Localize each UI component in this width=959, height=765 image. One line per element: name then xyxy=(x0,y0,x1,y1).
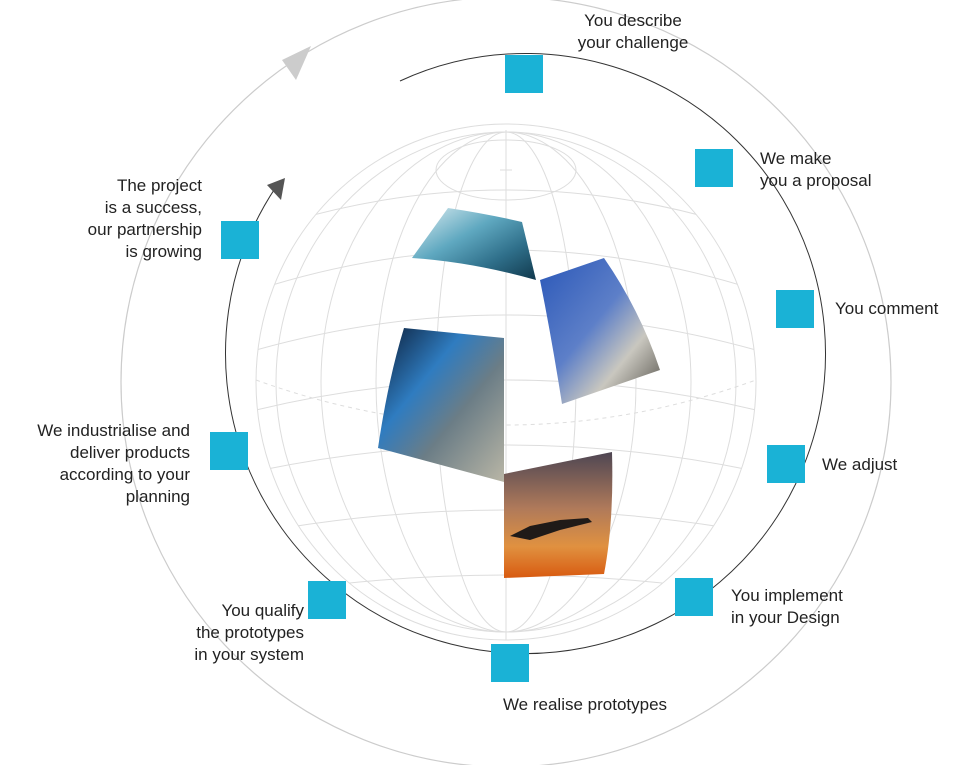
outer-ring xyxy=(120,0,892,765)
ocean-wave-photo xyxy=(412,208,536,280)
step-markers xyxy=(210,55,814,682)
step-label-prototypes: We realise prototypes xyxy=(502,695,668,714)
step-marker-1 xyxy=(505,55,543,93)
step-label-qualify: You qualify the prototypes in your syste… xyxy=(194,601,304,664)
step-label-comment: You comment xyxy=(835,299,939,318)
satellite-over-earth-photo xyxy=(378,328,504,482)
step-marker-9 xyxy=(221,221,259,259)
step-marker-5 xyxy=(675,578,713,616)
jet-silhouette xyxy=(510,518,592,540)
step-marker-4 xyxy=(767,445,805,483)
step-label-implement: You implement in your Design xyxy=(731,586,843,627)
step-marker-3 xyxy=(776,290,814,328)
step-label-success: The project is a success, our partnershi… xyxy=(87,176,202,261)
step-label-describe-challenge: You describe your challenge xyxy=(577,11,689,52)
step-label-industrialise: We industrialise and deliver products ac… xyxy=(37,421,190,506)
globe xyxy=(255,123,757,641)
step-marker-2 xyxy=(695,149,733,187)
step-label-adjust: We adjust xyxy=(822,455,898,474)
step-marker-6 xyxy=(491,644,529,682)
fighter-jet-sunset-photo xyxy=(504,452,613,578)
satellite-dish-photo xyxy=(540,258,660,404)
outer-arrow-head-icon xyxy=(282,46,311,80)
inner-arrow-head-icon xyxy=(267,178,285,200)
step-marker-8 xyxy=(210,432,248,470)
step-label-proposal: We make you a proposal xyxy=(760,149,872,190)
globe-outline xyxy=(255,123,757,641)
step-marker-7 xyxy=(308,581,346,619)
